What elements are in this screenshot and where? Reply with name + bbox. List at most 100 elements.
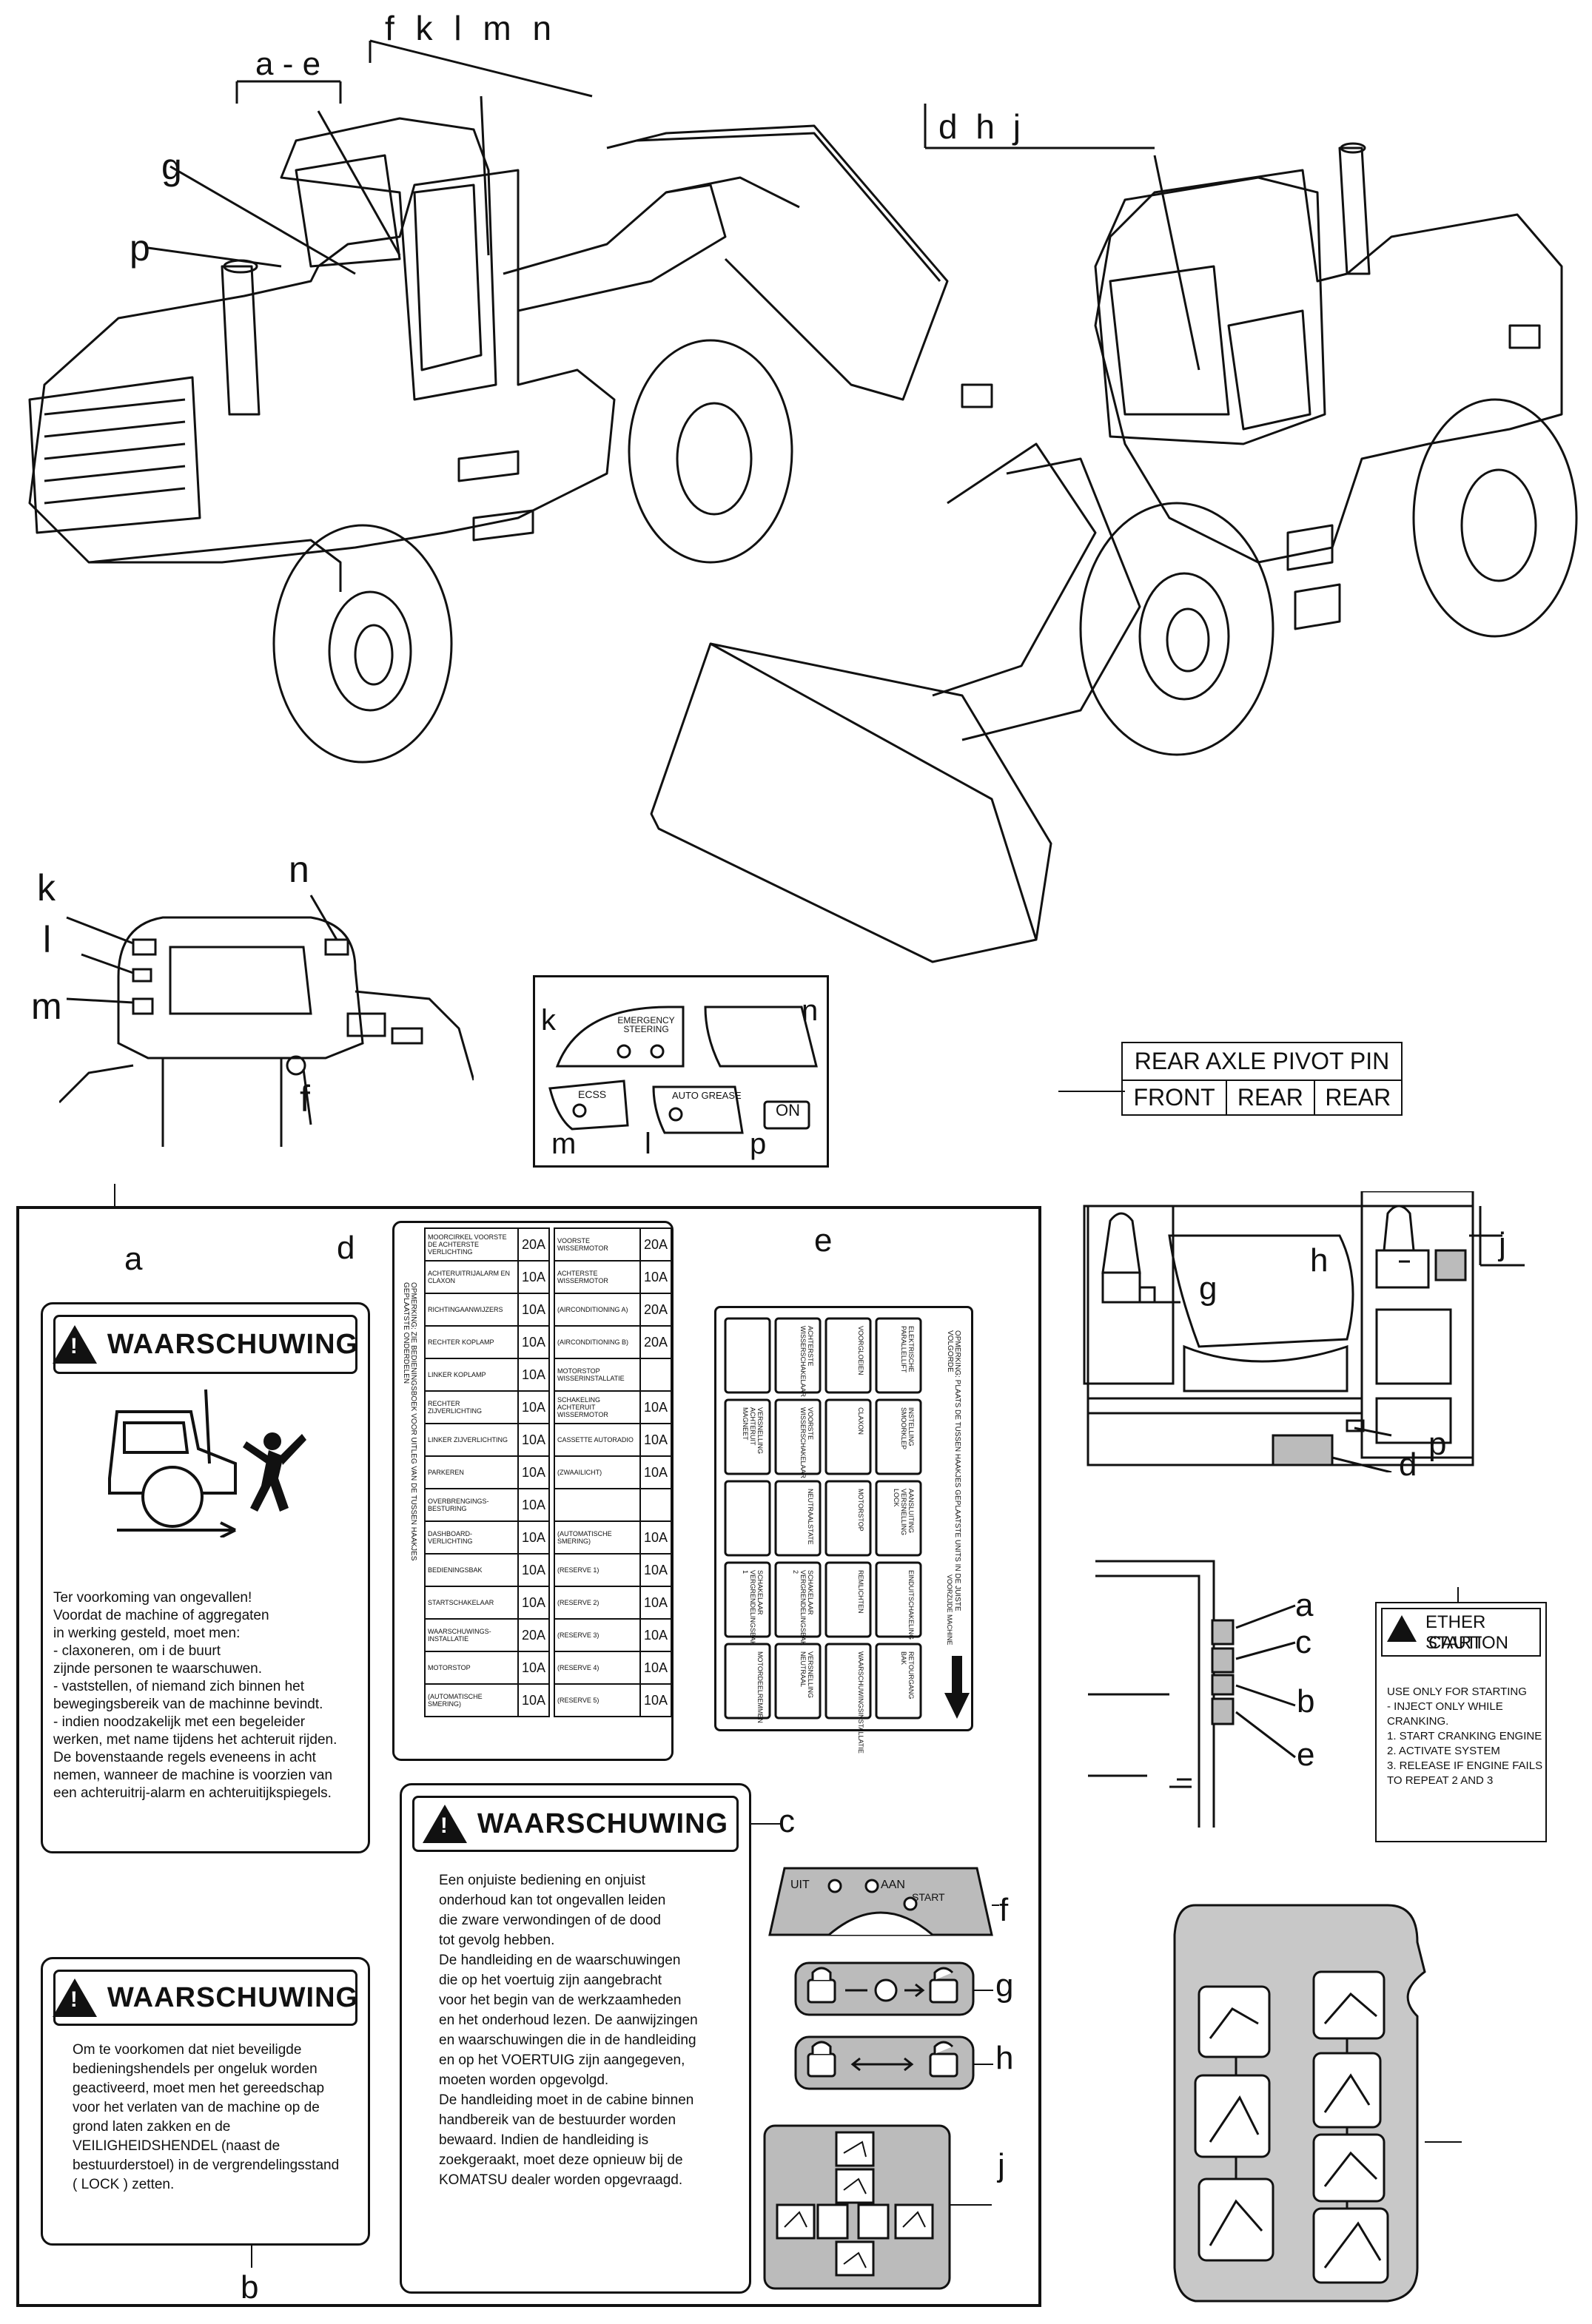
unlock-icon	[929, 2041, 958, 2078]
relay-cell: REMLICHTEN	[857, 1570, 864, 1614]
rear-axle-table: FRONT REAR REAR	[1121, 1080, 1403, 1116]
fuse-amp: 10A	[639, 1651, 672, 1685]
fuse-amp	[639, 1488, 672, 1522]
fuse-amp: 10A	[639, 1520, 672, 1555]
auto-grease-label: AUTO GREASE	[672, 1090, 742, 1101]
fuse-amp: 10A	[639, 1390, 672, 1424]
panel-callout-n: n	[802, 994, 819, 1027]
fuse-amp: 10A	[517, 1488, 550, 1522]
cab-callout-h: h	[1310, 1242, 1329, 1279]
label-callout-b: b	[241, 2269, 259, 2306]
label-callout-j: j	[998, 2147, 1005, 2183]
fuse-name: OVERBRENGINGS- BESTURING	[424, 1488, 519, 1522]
label-c-leader	[751, 1823, 781, 1825]
fuse-name: DASHBOARD- VERLICHTING	[424, 1520, 519, 1555]
panel-callout-k: k	[541, 1004, 556, 1037]
key-aan-label: AAN	[881, 1879, 905, 1891]
fuse-amp: 10A	[517, 1651, 550, 1685]
cab-callout-g: g	[1199, 1270, 1217, 1307]
fuse-name: ACHTERUITRIJALARM EN CLAXON	[424, 1260, 519, 1294]
relay-cell: SCHAKELAAR VERGRENDELINGSBAK 1	[742, 1570, 764, 1646]
fuse-amp: 10A	[639, 1260, 672, 1294]
relay-cell: CLAXON	[857, 1407, 864, 1435]
fuse-table-left: MOORCIRKEL VOORSTE DE ACHTERSTE VERLICHT…	[424, 1227, 550, 1717]
side-callout-b: b	[1297, 1683, 1315, 1720]
fuse-amp: 10A	[639, 1618, 672, 1652]
fuse-amp: 10A	[517, 1423, 550, 1457]
fuse-amp: 10A	[517, 1586, 550, 1620]
warning-triangle-icon	[422, 1805, 467, 1843]
panel-callout-l: l	[645, 1128, 651, 1160]
lock-icon	[807, 1967, 836, 2004]
dash-callout-m: m	[31, 986, 62, 1027]
relay-cell: ACHTERSTE WISSERSCHAKELAAR	[799, 1326, 814, 1398]
key-switch-plate-f	[768, 1867, 999, 1936]
rear-axle-label: REAR AXLE PIVOT PIN FRONT REAR REAR	[1121, 1042, 1403, 1116]
fuse-name: LINKER KOPLAMP	[424, 1358, 519, 1392]
warning-label-a: WAARSCHUWING Ter voorkoming van ongevall…	[41, 1302, 370, 1853]
fuse-amp: 10A	[639, 1683, 672, 1717]
ecss-label: ECSS	[578, 1088, 607, 1100]
side-callout-e: e	[1297, 1737, 1315, 1773]
relay-cell: VERSNELLING ACHTERUIT MAGNEET	[742, 1407, 764, 1455]
fuse-amp: 10A	[639, 1455, 672, 1489]
fuse-name: LINKER ZIJVERLICHTING	[424, 1423, 519, 1457]
warning-heading: WAARSCHUWING	[107, 1328, 359, 1360]
dash-callout-l: l	[43, 919, 52, 960]
fuse-amp: 20A	[517, 1227, 550, 1262]
fuse-name: (RESERVE 4)	[554, 1651, 641, 1685]
ether-start-label: ETHER START CAUTION USE ONLY FOR STARTIN…	[1375, 1602, 1547, 1842]
fuse-name: MOTORSTOP	[424, 1651, 519, 1685]
fuse-name: (RESERVE 3)	[554, 1618, 641, 1652]
lock-lever-plate-h	[794, 2035, 993, 2090]
relay-label-e: ACHTERSTE WISSERSCHAKELAAR VOORGLOEIEN E…	[714, 1306, 973, 1754]
fuse-amp	[639, 1358, 672, 1392]
key-start-label: START	[912, 1891, 945, 1903]
boom-icon	[1235, 2038, 1349, 2209]
relay-grid	[724, 1317, 970, 1720]
fuse-amp: 10A	[517, 1260, 550, 1294]
ether-title: ETHER START	[1425, 1612, 1486, 1653]
fuse-name: (RESERVE 2)	[554, 1586, 641, 1620]
relay-side-note: OPMERKING: PLAATS DE TUSSEN HAAKJES GEPL…	[946, 1330, 961, 1611]
relay-cell: INSTELLING SMOORKLEP	[900, 1407, 915, 1450]
dashboard-detail	[59, 895, 474, 1147]
label-callout-d: d	[337, 1230, 355, 1266]
callout-p: p	[130, 227, 150, 269]
dash-callout-k: k	[37, 867, 56, 909]
label-sheet	[16, 1206, 1041, 2307]
fuse-amp: 10A	[517, 1390, 550, 1424]
control-pattern-j-large	[1173, 1904, 1462, 2303]
fuse-name: SCHAKELING ACHTERUIT WISSERMOTOR	[554, 1390, 641, 1424]
fuse-name: (AIRCONDITIONING B)	[554, 1325, 641, 1359]
warning-header: WAARSCHUWING	[52, 1970, 357, 2026]
relay-cell: AANSLUITING VERSNELLING LOCK	[893, 1489, 915, 1536]
on-label: ON	[776, 1101, 800, 1119]
fuse-name: CASSETTE AUTORADIO	[554, 1423, 641, 1457]
emergency-steering-label: EMERGENCY STEERING	[617, 1015, 675, 1034]
fuse-name: BEDIENINGSBAK	[424, 1553, 519, 1587]
unlock-icon	[929, 1967, 958, 2004]
fuse-amp: 20A	[639, 1227, 672, 1262]
fuse-note: OPMERKING: ZIE BEDIENINGSBOEK VOOR UITLE…	[402, 1282, 417, 1561]
relay-cell: EINDUITSCHAKELING	[907, 1570, 915, 1640]
axle-leader	[1058, 1091, 1125, 1092]
rear-axle-cell: REAR	[1313, 1080, 1403, 1116]
warning-header: WAARSCHUWING	[412, 1796, 739, 1852]
fuse-name: ACHTERSTE WISSERMOTOR	[554, 1260, 641, 1294]
key-uit-label: UIT	[790, 1879, 810, 1891]
arrow-down-icon	[944, 1656, 970, 1719]
label-callout-h: h	[995, 2040, 1014, 2076]
reversing-hazard-icon	[108, 1389, 306, 1537]
fuse-name: RICHTINGAANWIJZERS	[424, 1293, 519, 1327]
label-callout-c: c	[779, 1803, 795, 1839]
callout-a-e: a - e	[255, 46, 321, 82]
warning-triangle-icon	[1387, 1615, 1417, 1642]
panel-callout-p: p	[750, 1128, 767, 1160]
rear-axle-title: REAR AXLE PIVOT PIN	[1121, 1042, 1403, 1080]
rear-axle-cell: REAR	[1226, 1080, 1315, 1116]
ether-header: ETHER START CAUTION	[1381, 1608, 1541, 1657]
fuse-name: RECHTER KOPLAMP	[424, 1325, 519, 1359]
fuse-amp: 20A	[639, 1293, 672, 1327]
fuse-name: PARKEREN	[424, 1455, 519, 1489]
